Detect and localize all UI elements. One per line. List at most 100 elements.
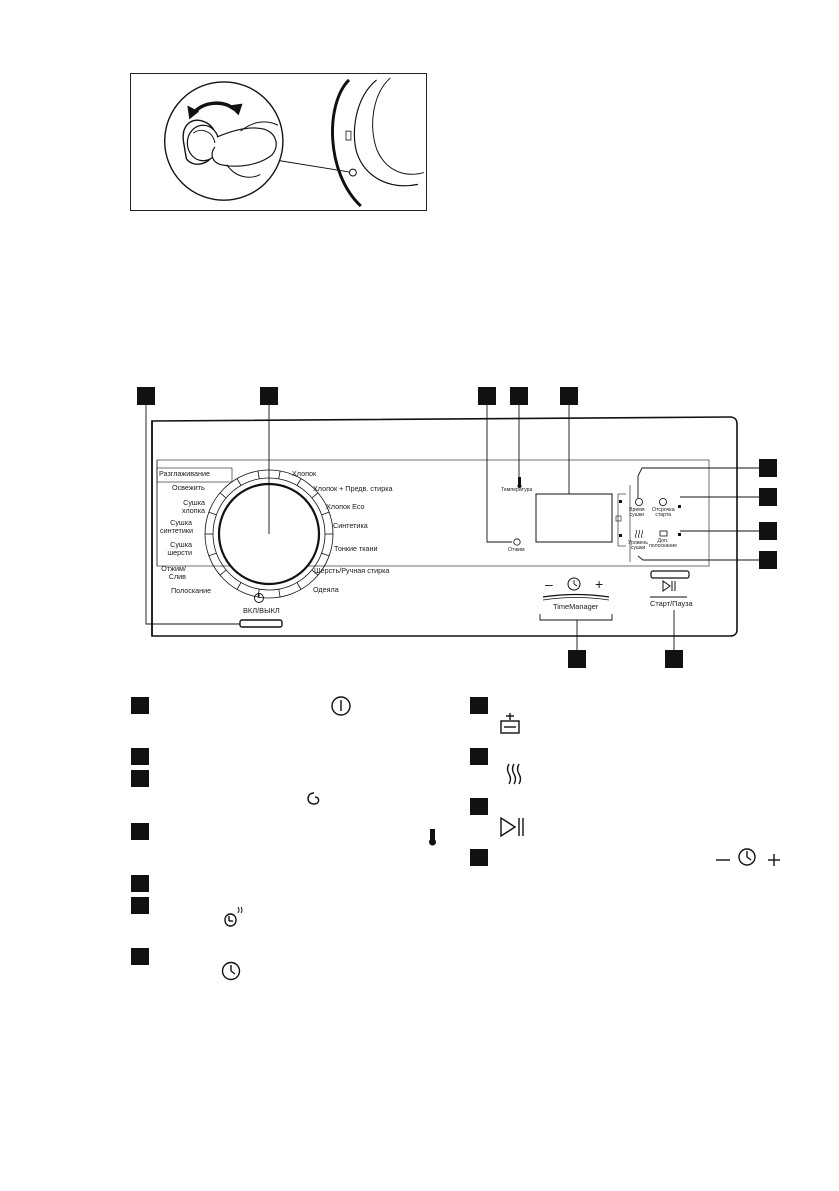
dial-tick: [321, 552, 330, 557]
timemanager-button[interactable]: [542, 593, 610, 598]
legend-dry-level-icon: [506, 763, 522, 785]
timemanager-plus[interactable]: +: [595, 576, 604, 592]
delay-icon: [659, 497, 668, 506]
dial-tick: [208, 552, 217, 557]
display-screen: [535, 493, 613, 543]
start-pause-button[interactable]: [650, 570, 690, 579]
thermometer-icon: [518, 477, 521, 485]
leader-lines: [145, 405, 759, 650]
program-hlopok-pred: Хлопок + Предв. стирка: [313, 485, 393, 492]
legend-thermometer-icon: [430, 829, 435, 840]
timemanager-clock-icon: [567, 577, 581, 591]
legend-timemanager-icon: [738, 848, 756, 866]
program-hlopok: Хлопок: [292, 470, 316, 477]
callout-6: [759, 459, 777, 477]
program-label: Хлопок: [292, 469, 317, 478]
program-poloskanie: Полоскание: [171, 587, 211, 594]
callout-10: [568, 650, 586, 668]
program-label: Хлопок Eco: [326, 502, 365, 511]
power-button[interactable]: [239, 619, 283, 628]
timemanager-label: TimeManager: [553, 602, 599, 611]
legend-square-10: [470, 798, 488, 815]
program-odeyala: Одеяла: [313, 586, 339, 593]
dial-tick: [321, 511, 330, 516]
program-sushka-sherst: Сушка шерсти: [160, 541, 192, 557]
legend-start-pause-icon: [500, 816, 517, 838]
temperature-label: Температура: [501, 487, 533, 493]
legend-square-5: [131, 875, 149, 892]
dial-tick: [278, 589, 281, 598]
dial-tick: [219, 492, 227, 499]
power-label: ВКЛ/ВЫКЛ: [243, 606, 280, 615]
legend-power-icon: [331, 696, 351, 716]
spin-label: Отжим: [508, 547, 525, 553]
program-label: Сушка синтетики: [160, 518, 194, 535]
program-label: Сушка шерсти: [167, 540, 192, 557]
program-hlopok-eco: Хлопок Eco: [326, 503, 364, 510]
panel-outline: [151, 416, 738, 637]
dial-tick: [311, 492, 319, 499]
dial-tick: [219, 569, 227, 576]
start-pause-label: Старт/Пауза: [650, 599, 693, 608]
program-label: Освежить: [172, 483, 205, 492]
callout-11: [665, 650, 683, 668]
callout-5: [560, 387, 578, 405]
program-sushka-hlopka: Сушка хлопка: [173, 499, 205, 515]
legend-delay-icon: [221, 961, 241, 981]
power-icon: [254, 593, 264, 603]
legend-square-4: [131, 823, 149, 840]
legend-square-6: [131, 897, 149, 914]
legend-dry-time-icon: [224, 913, 237, 927]
dial-tick: [257, 470, 260, 479]
program-sintetika: Синтетика: [333, 522, 368, 529]
program-sherst-ruchnaya: Шерсть/Ручная стирка: [314, 567, 389, 574]
dial-position-ticks: [205, 470, 333, 598]
callout-8: [759, 522, 777, 540]
dial-tick: [208, 511, 217, 516]
program-label: Отжим/ Слив: [161, 564, 186, 581]
dial-tick: [236, 582, 242, 590]
dry-level-label: Уровень сушки: [628, 540, 648, 552]
legend-square-1: [131, 697, 149, 714]
program-label: Разглаживание: [159, 469, 210, 478]
dial-tick: [296, 478, 302, 486]
spin-icon: [513, 538, 521, 546]
program-tonkie: Тонкие ткани: [334, 545, 378, 552]
program-label: Хлопок + Предв. стирка: [313, 484, 393, 493]
program-label: Полоскание: [171, 586, 212, 595]
dial-tick: [296, 582, 302, 590]
extra-rinse-icon: [659, 530, 668, 537]
dry-time-icon: [635, 497, 644, 506]
callout-7: [759, 488, 777, 506]
program-otzhim-sliv: Отжим/ Слив: [160, 565, 186, 581]
dry-level-icon: [635, 529, 643, 539]
timemanager-minus[interactable]: –: [545, 576, 553, 592]
program-label: Синтетика: [333, 521, 368, 530]
callout-3: [478, 387, 496, 405]
legend-square-7: [131, 948, 149, 965]
callout-1: [137, 387, 155, 405]
legend-square-8: [470, 697, 488, 714]
program-label: Тонкие ткани: [334, 544, 378, 553]
program-sushka-sintetiki: Сушка синтетики: [160, 518, 194, 535]
program-razglazhivanie: Разглаживание: [159, 470, 210, 477]
legend-spin-icon: [307, 792, 320, 805]
callout-2: [260, 387, 278, 405]
dial-tick: [311, 569, 319, 576]
program-osvezhit: Освежить: [172, 484, 205, 491]
program-label: Сушка хлопка: [181, 498, 205, 515]
door-knob-figure: [130, 73, 427, 211]
callout-9: [759, 551, 777, 569]
legend-square-11: [470, 849, 488, 866]
legend-square-3: [131, 770, 149, 787]
dial-tick: [278, 470, 281, 479]
program-label: Шерсть/Ручная стирка: [314, 566, 390, 575]
delay-label: Отсрочка старта: [652, 507, 675, 519]
legend-extra-rinse-icon: [500, 720, 520, 734]
dry-time-label: Время сушки: [629, 507, 645, 519]
dial-tick: [236, 478, 242, 486]
program-label: Одеяла: [313, 585, 339, 594]
legend-square-9: [470, 748, 488, 765]
callout-4: [510, 387, 528, 405]
